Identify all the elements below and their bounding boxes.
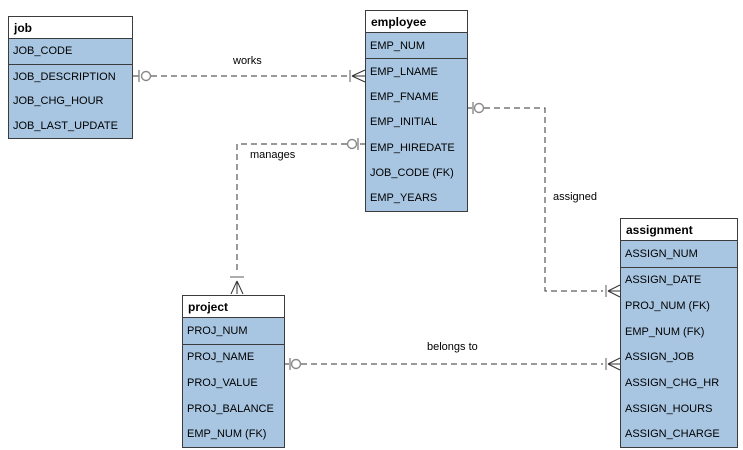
column-emp-years: EMP_YEARS [366,185,467,211]
column-assign-hours: ASSIGN_HOURS [621,395,737,422]
column-assign-job: ASSIGN_JOB [621,344,737,371]
column-emp-num-fk: EMP_NUM (FK) [183,421,284,447]
crow-foot-many-symbol [607,284,621,298]
column-emp-hiredate: EMP_HIREDATE [366,135,467,161]
relationship-works[interactable] [133,69,366,83]
relationship-dashed-line [484,107,603,292]
zero-or-one-circle [473,102,485,114]
pk-column-emp-num: EMP_NUM [366,33,467,60]
entity-title-assignment: assignment [621,219,737,241]
zero-or-one-circle [140,70,152,82]
column-emp-initial: EMP_INITIAL [366,109,467,136]
column-assign-chg-hr: ASSIGN_CHG_HR [621,370,737,396]
column-emp-lname: EMP_LNAME [366,59,467,85]
zero-or-one-circle [290,358,302,370]
entity-title-project: project [183,296,284,318]
column-proj-balance: PROJ_BALANCE [183,395,284,422]
relationship-label-works: works [233,55,262,67]
column-proj-num-fk: PROJ_NUM (FK) [621,293,737,319]
column-emp-fname: EMP_FNAME [366,84,467,110]
relationship-manages[interactable] [230,138,365,295]
relationship-label-manages: manages [250,149,296,161]
column-job-chg-hour: JOB_CHG_HOUR [9,89,132,114]
pk-column-assign-num: ASSIGN_NUM [621,241,737,268]
relationship-belongs-to[interactable] [285,357,621,371]
relationship-dashed-line [236,143,347,273]
relationship-assigned[interactable] [468,102,621,298]
pk-column-job-code: JOB_CODE [9,39,132,65]
entity-title-employee: employee [366,11,467,33]
zero-or-one-circle [346,138,358,150]
relationship-label-assigned: assigned [553,191,598,203]
column-job-last-update: JOB_LAST_UPDATE [9,113,132,138]
pk-column-proj-num: PROJ_NUM [183,318,284,345]
column-emp-num-fk: EMP_NUM (FK) [621,318,737,345]
crow-foot-many-symbol [607,357,621,371]
crow-foot-many-symbol [230,280,244,295]
column-proj-name: PROJ_NAME [183,344,284,371]
column-job-code-fk: JOB_CODE (FK) [366,160,467,186]
column-proj-value: PROJ_VALUE [183,370,284,396]
entity-title-job: job [9,17,132,39]
crow-foot-many-symbol [351,69,366,83]
column-assign-date: ASSIGN_DATE [621,267,737,294]
column-job-description: JOB_DESCRIPTION [9,64,132,89]
relationship-label-belongs-to: belongs to [427,341,478,353]
column-assign-charge: ASSIGN_CHARGE [621,421,737,447]
